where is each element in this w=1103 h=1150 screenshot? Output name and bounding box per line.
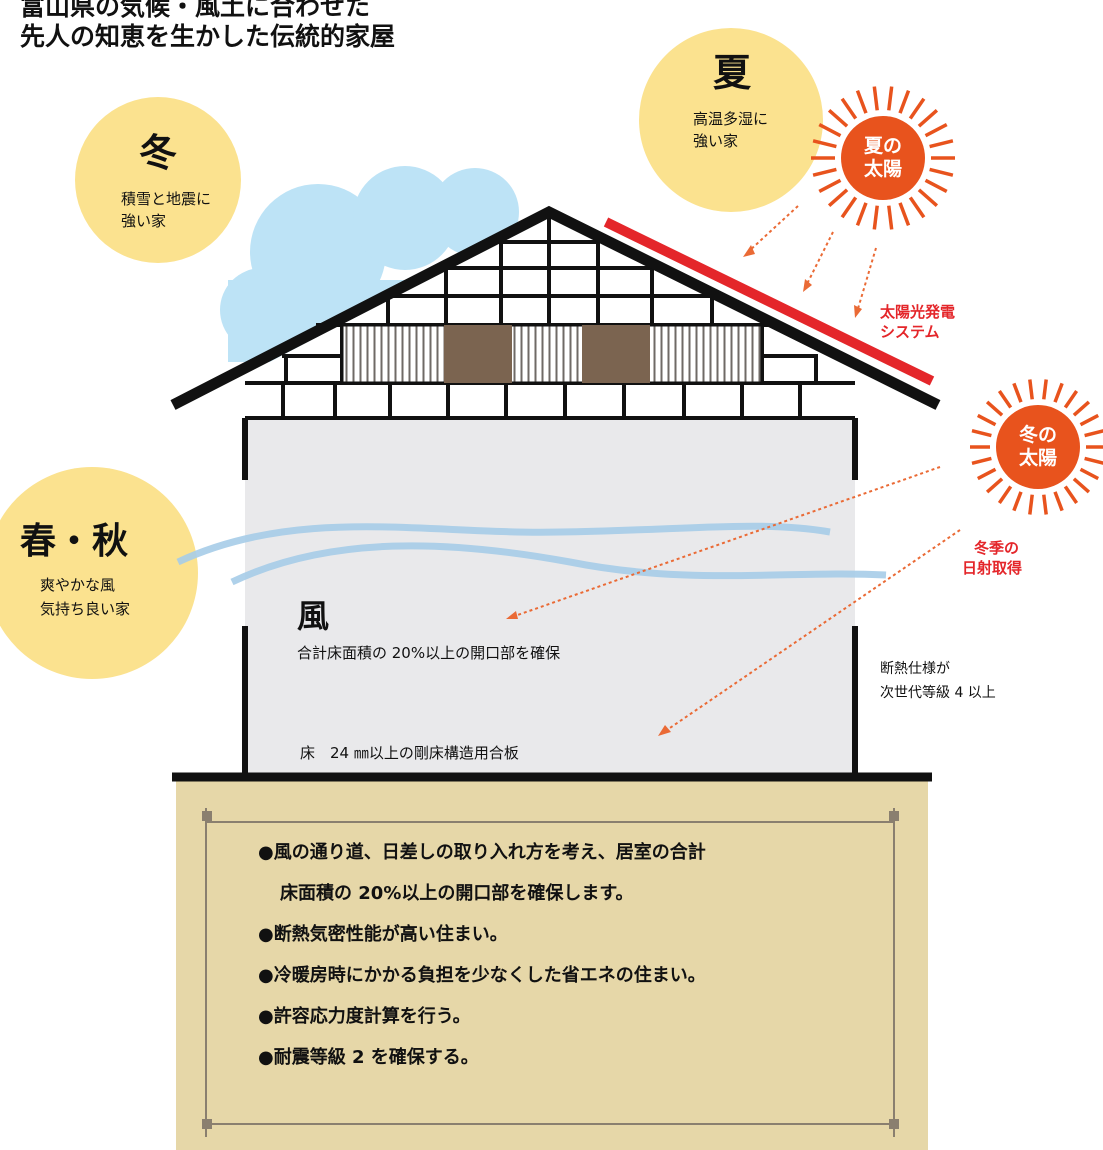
sun-ray xyxy=(872,86,879,111)
lattice-window xyxy=(340,323,764,385)
sun-ray xyxy=(812,167,837,177)
winter-sun-rays xyxy=(970,379,1103,515)
insulation-label-line1: 断熱仕様が xyxy=(880,661,950,677)
sun-ray xyxy=(818,178,842,194)
sun-ray xyxy=(985,400,1004,417)
foundation-frame xyxy=(205,808,895,1137)
house-wall xyxy=(245,418,855,776)
roof xyxy=(170,205,941,410)
winter-desc-line2: 強い家 xyxy=(121,212,167,230)
sun-ray xyxy=(985,477,1004,494)
feature-item: ●断熱気密性能が高い住まい。 xyxy=(258,924,508,945)
sun-ray xyxy=(929,139,954,149)
sun-ray xyxy=(887,205,894,230)
feature-item: ●許容応力度計算を行う。 xyxy=(258,1006,471,1027)
sunlight-arrows xyxy=(511,205,961,733)
sun-ray xyxy=(818,122,842,138)
sun-ray xyxy=(1072,477,1091,494)
solar-panel-icon xyxy=(603,217,935,386)
sun-ray xyxy=(898,90,911,114)
sun-ray xyxy=(971,456,992,465)
sun-ray xyxy=(917,108,939,128)
sun-ray xyxy=(1084,456,1103,465)
arrow-heads xyxy=(506,245,862,736)
summer-sun-label-line2: 太陽 xyxy=(863,158,902,180)
insulation-label-line2: 次世代等級 4 以上 xyxy=(880,685,996,701)
sun-ray xyxy=(812,139,837,149)
spring-autumn-circle xyxy=(0,467,198,679)
sun-ray xyxy=(924,178,948,194)
summer-sun-label-line1: 夏の xyxy=(863,135,902,157)
sun-ray xyxy=(872,205,879,230)
sun-ray xyxy=(1063,390,1079,409)
summer-title: 夏 xyxy=(712,51,751,95)
winter-sun-label-line2: 太陽 xyxy=(1018,447,1057,469)
page-title-line2: 先人の知恵を生かした伝統的家屋 xyxy=(20,22,396,51)
sun-ray xyxy=(908,196,926,219)
frame-corner xyxy=(202,811,899,1129)
winter-solar-gain-label-line2: 日射取得 xyxy=(962,559,1023,577)
sun-ray xyxy=(855,202,868,226)
summer-desc-line1: 高温多湿に xyxy=(693,110,769,128)
sun-ray xyxy=(908,97,926,120)
winter-sun-icon xyxy=(996,405,1080,489)
sun-ray xyxy=(855,90,868,114)
sun-ray xyxy=(840,97,858,120)
sun-ray xyxy=(1063,485,1079,504)
foundation xyxy=(176,779,928,1150)
solar-system-label-line2: システム xyxy=(880,323,940,341)
sun-ray xyxy=(997,390,1013,409)
sun-ray xyxy=(1053,491,1064,512)
wood-panel-right xyxy=(582,325,650,383)
sun-ray xyxy=(976,467,997,481)
sun-ray xyxy=(917,188,939,208)
winter-solar-gain-label-line1: 冬季の xyxy=(974,539,1020,557)
sun-ray xyxy=(1028,494,1034,515)
sun-ray xyxy=(1042,379,1048,400)
winter-title: 冬 xyxy=(138,131,177,175)
wind-title: 風 xyxy=(297,597,330,635)
winter-circle xyxy=(75,97,241,263)
sun-ray xyxy=(840,196,858,219)
sun-ray xyxy=(976,413,997,427)
summer-circle xyxy=(639,28,823,212)
sun-ray xyxy=(898,202,911,226)
sun-ray xyxy=(1079,413,1100,427)
summer-sun-rays xyxy=(811,86,955,230)
sun-ray xyxy=(1012,382,1023,403)
winter-desc-line1: 積雪と地震に xyxy=(121,190,212,208)
feature-list: ●風の通り道、日差しの取り入れ方を考え、居室の合計 床面積の 20%以上の開口部… xyxy=(258,842,878,1088)
winter-sun-label-line1: 冬の xyxy=(1018,424,1057,446)
sun-ray xyxy=(1079,467,1100,481)
sun-ray xyxy=(1012,491,1023,512)
feature-item: ●耐震等級 2 を確保する。 xyxy=(258,1047,479,1068)
feature-item-continued: 床面積の 20%以上の開口部を確保します。 xyxy=(280,883,634,904)
wind-description: 合計床面積の 20%以上の開口部を確保 xyxy=(297,644,561,662)
sun-ray xyxy=(887,86,894,111)
sun-ray xyxy=(1084,429,1103,438)
summer-desc-line2: 強い家 xyxy=(693,132,739,150)
sun-ray xyxy=(1072,400,1091,417)
sun-ray xyxy=(827,108,849,128)
feature-item: ●風の通り道、日差しの取り入れ方を考え、居室の合計 xyxy=(258,842,706,863)
wind-icon xyxy=(176,522,887,586)
solar-system-label-line1: 太陽光発電 xyxy=(880,303,956,321)
page-title-line1: 富山県の気候・風土に合わせた xyxy=(20,0,371,21)
sun-ray xyxy=(929,167,954,177)
sun-ray xyxy=(1053,382,1064,403)
feature-item: ●冷暖房時にかかる負担を少なくした省エネの住まい。 xyxy=(258,965,706,986)
sun-ray xyxy=(971,429,992,438)
floor-note: 床 24 ㎜以上の剛床構造用合板 xyxy=(300,744,519,762)
sun-ray xyxy=(827,188,849,208)
spring-autumn-desc-line1: 爽やかな風 xyxy=(40,576,116,594)
spring-autumn-title: 春・秋 xyxy=(20,521,129,562)
sun-ray xyxy=(924,122,948,138)
wood-panel-left xyxy=(444,325,512,383)
summer-sun-icon xyxy=(841,116,925,200)
sun-ray xyxy=(997,485,1013,504)
sun-ray xyxy=(1042,494,1048,515)
sun-ray xyxy=(1028,379,1034,400)
spring-autumn-desc-line2: 気持ち良い家 xyxy=(40,600,131,618)
